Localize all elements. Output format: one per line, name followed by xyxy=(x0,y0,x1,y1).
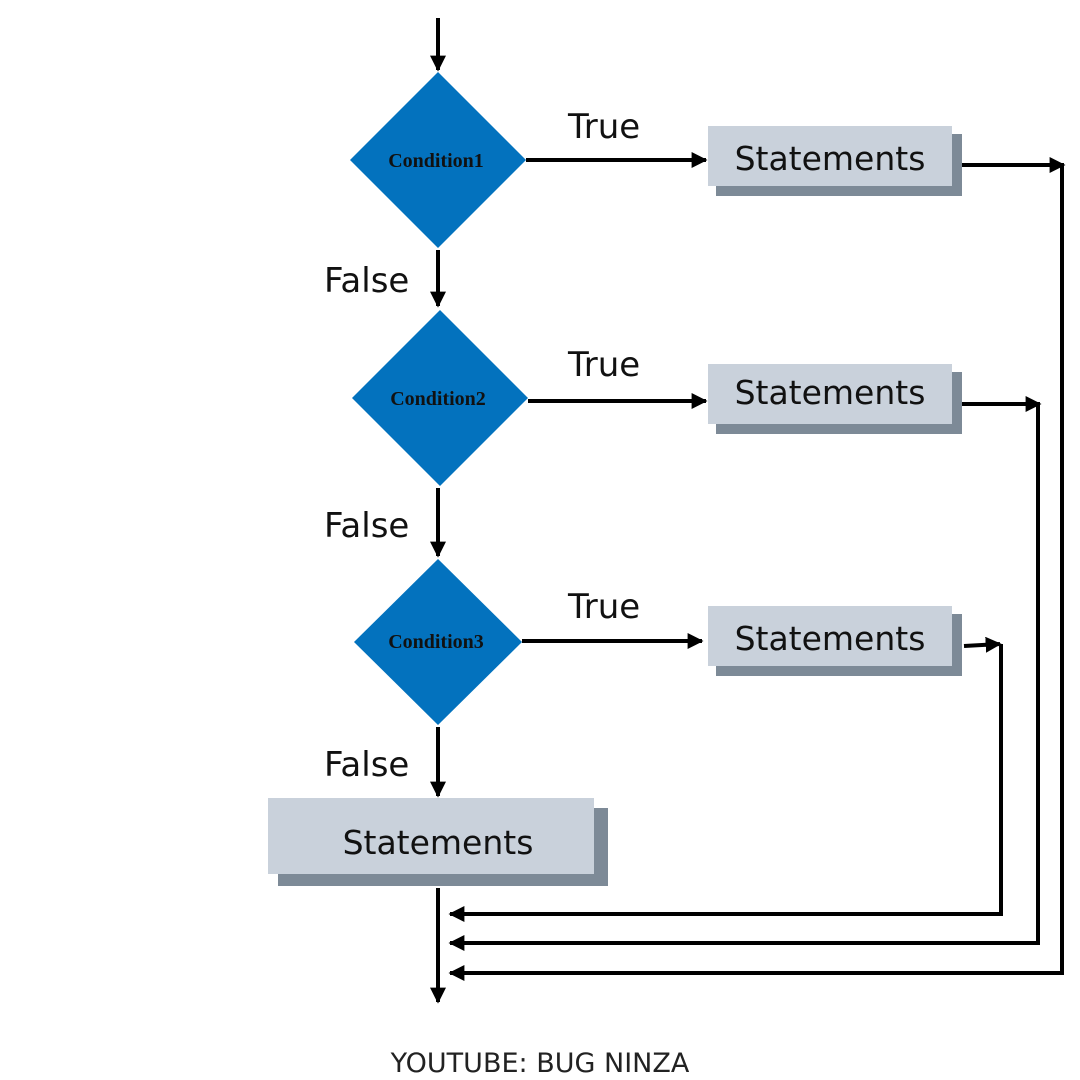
return-path-3 xyxy=(963,636,1002,653)
return-path-2-down xyxy=(448,404,1040,951)
condition1-diamond xyxy=(350,72,526,248)
condition3-diamond xyxy=(354,559,522,725)
condition3-label: Condition3 xyxy=(388,631,484,653)
statement3-box xyxy=(708,606,952,666)
return-path-1-down xyxy=(448,165,1064,981)
condition2-diamond xyxy=(352,310,528,486)
footer-credit: YOUTUBE: BUG NINZA xyxy=(390,1048,690,1079)
condition2-label: Condition2 xyxy=(390,388,486,410)
condition3-false-label: False xyxy=(324,745,409,785)
statement2-label: Statements xyxy=(735,373,926,412)
return-path-3-down xyxy=(448,644,1003,922)
condition1-label: Condition1 xyxy=(388,150,484,172)
statement1-box xyxy=(708,126,952,186)
condition3-true-label: True xyxy=(567,587,640,627)
statement2-box xyxy=(708,364,952,424)
condition2-false-label: False xyxy=(324,506,409,546)
condition1-false-label: False xyxy=(324,261,409,301)
else-statement-label: Statements xyxy=(343,823,534,862)
else-statement-box xyxy=(268,798,594,874)
condition2-true-label: True xyxy=(567,345,640,385)
condition1-true-label: True xyxy=(567,107,640,147)
statement1-label: Statements xyxy=(735,139,926,178)
statement3-label: Statements xyxy=(735,619,926,658)
